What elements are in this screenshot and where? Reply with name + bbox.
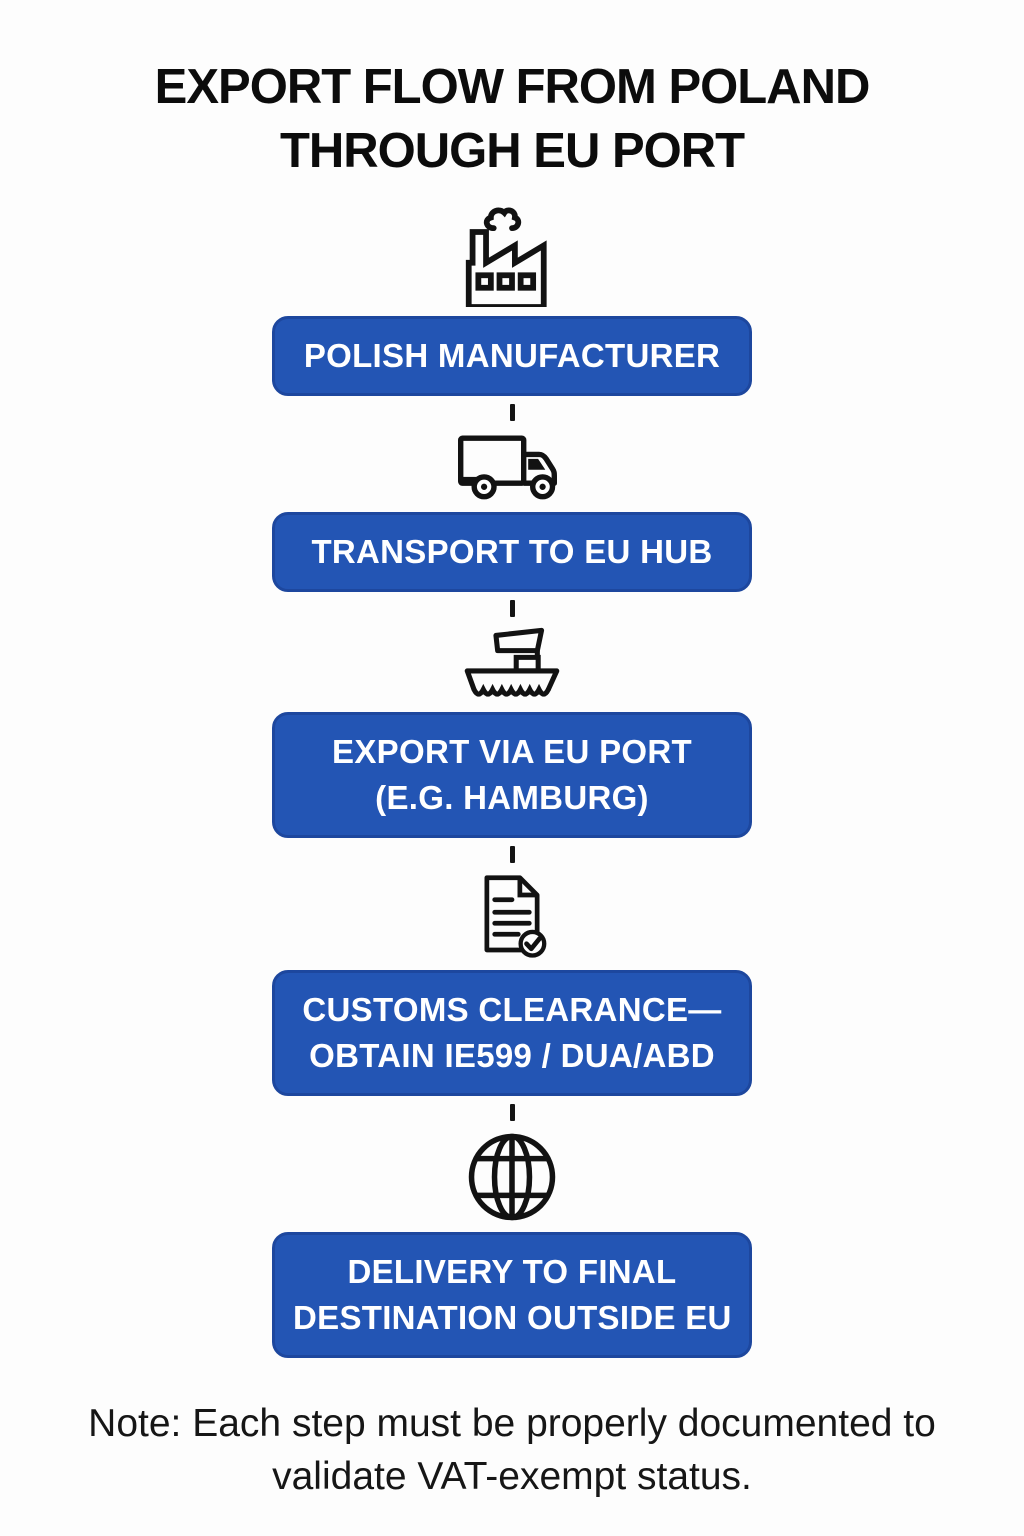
flow-step-label-line-2: (E.G. HAMBURG) [375,779,649,817]
flow-step-transport-to-eu-hub: TRANSPORT TO EU HUB [272,512,752,593]
page-title-line-1: EXPORT FLOW FROM POLAND [154,60,871,114]
factory-icon [459,207,565,308]
page-title: EXPORT FLOW FROM POLAND THROUGH EU PORT [72,56,952,183]
flow-step-label-line-1: CUSTOMS CLEARANCE— [302,991,722,1029]
truck-icon [451,431,573,503]
document-check-icon [466,873,558,961]
flow-step-label-line-2: DESTINATION OUTSIDE EU [293,1299,732,1337]
flow-step-polish-manufacturer: POLISH MANUFACTURER [272,316,752,397]
ship-icon [453,627,571,703]
connector-dash [509,846,515,864]
connector-dash [509,1104,515,1122]
connector-dash [509,600,515,618]
flow-step-export-via-eu-port: EXPORT VIA EU PORT (E.G. HAMBURG) [272,712,752,839]
flow-step-label: POLISH MANUFACTURER [303,337,721,375]
flow-step-label-line-1: EXPORT VIA EU PORT [332,733,692,771]
footnote: Note: Each step must be properly documen… [88,1402,936,1498]
page-title-line-2: THROUGH EU PORT [279,123,745,178]
flow-step-label-line-2: OBTAIN IE599 / DUA/ABD [309,1037,715,1075]
flow-step-label: TRANSPORT TO EU HUB [311,533,713,571]
flow-step-label-line-1: DELIVERY TO FINAL [347,1253,677,1291]
flow-step-delivery-outside-eu: DELIVERY TO FINAL DESTINATION OUTSIDE EU [272,1232,752,1359]
flow-step-customs-clearance: CUSTOMS CLEARANCE— OBTAIN IE599 / DUA/AB… [272,970,752,1097]
connector-dash [509,404,515,422]
globe-icon [466,1131,558,1223]
